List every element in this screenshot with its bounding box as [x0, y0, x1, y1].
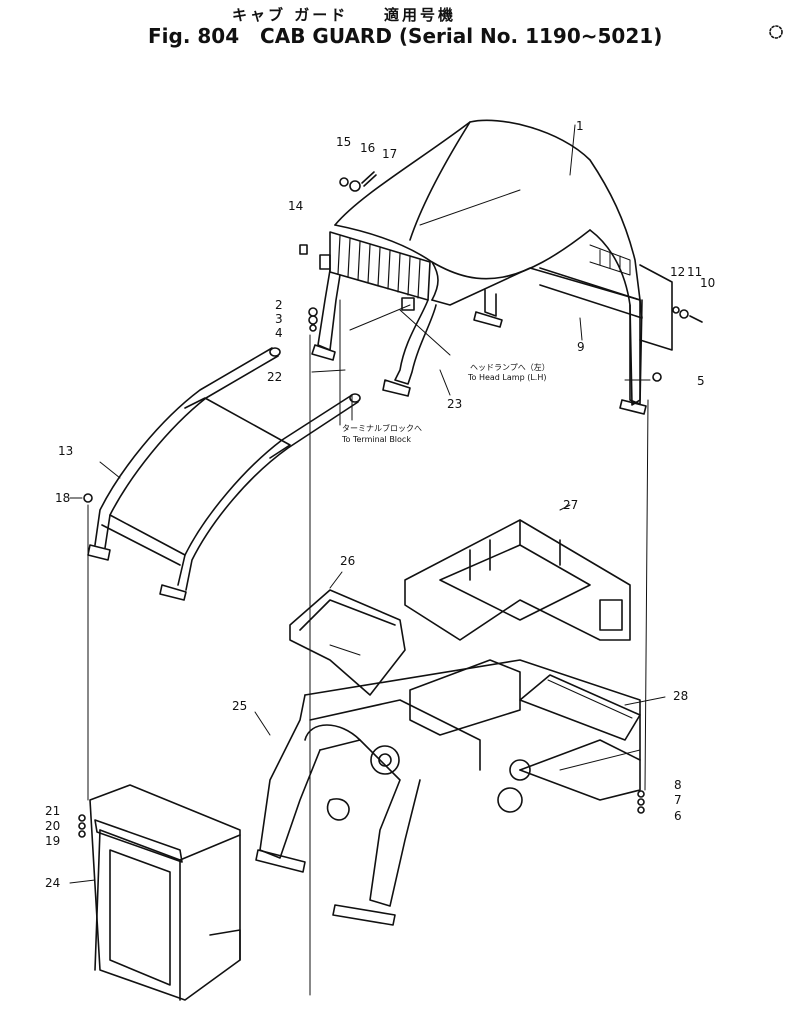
leader-lines — [70, 125, 665, 995]
callout-9: 9 — [577, 340, 585, 354]
figure-title: Fig. 804 CAB GUARD (Serial No. 1190~5021… — [148, 24, 662, 48]
paren-close: ) — [653, 24, 663, 48]
callout-27: 27 — [563, 498, 578, 512]
callout-3: 3 — [275, 312, 283, 326]
plate-part-28 — [520, 675, 640, 740]
callout-18: 18 — [55, 491, 70, 505]
callout-25: 25 — [232, 699, 247, 713]
callout-12: 12 — [670, 265, 685, 279]
callout-26: 26 — [340, 554, 355, 568]
title-jp-serial: 適用号機 — [384, 6, 457, 24]
hardware-parts — [79, 26, 782, 837]
figure-number: Fig. 804 — [148, 24, 240, 48]
callout-7: 7 — [674, 793, 682, 807]
callout-14: 14 — [288, 199, 303, 213]
callout-11: 11 — [687, 265, 702, 279]
callout-13: 13 — [58, 444, 73, 458]
callout-numbers: 1 2 3 4 5 6 7 8 9 10 11 12 13 14 15 16 1… — [45, 119, 715, 890]
title-jp-name: キャブ ガード — [232, 6, 349, 24]
callout-10: 10 — [700, 276, 715, 290]
terminal-note-jp: ターミナルブロックへ — [342, 423, 422, 433]
terminal-note: To Terminal Block — [341, 435, 411, 444]
head-lamp-note: To Head Lamp (L.H) — [467, 373, 546, 382]
console-part-24 — [90, 785, 240, 1000]
head-lamp-note-jp: ヘッドランプへ（左） — [470, 362, 550, 372]
callout-20: 20 — [45, 819, 60, 833]
callout-17: 17 — [382, 147, 397, 161]
callout-16: 16 — [360, 141, 375, 155]
callout-23: 23 — [447, 397, 462, 411]
callout-15: 15 — [336, 135, 351, 149]
cover-part-26 — [290, 590, 405, 695]
callout-22: 22 — [267, 370, 282, 384]
serial-range: Serial No. 1190~5021 — [408, 24, 654, 48]
callout-2: 2 — [275, 298, 283, 312]
callout-8: 8 — [674, 778, 682, 792]
part-name: CAB GUARD — [260, 24, 392, 48]
callout-5: 5 — [697, 374, 705, 388]
callout-21: 21 — [45, 804, 60, 818]
wiring-notes: ヘッドランプへ（左） To Head Lamp (L.H) ターミナルブロックへ… — [341, 362, 550, 444]
callout-4: 4 — [275, 326, 283, 340]
callout-28: 28 — [673, 689, 688, 703]
callout-6: 6 — [674, 809, 682, 823]
callout-24: 24 — [45, 876, 60, 890]
main-frame-part-25 — [256, 660, 640, 925]
callout-1: 1 — [576, 119, 584, 133]
callout-19: 19 — [45, 834, 60, 848]
floor-frame-part-27 — [405, 520, 630, 640]
front-guard-part-13 — [88, 348, 360, 600]
paren-open: ( — [398, 24, 409, 48]
canopy-part-1 — [312, 120, 672, 414]
